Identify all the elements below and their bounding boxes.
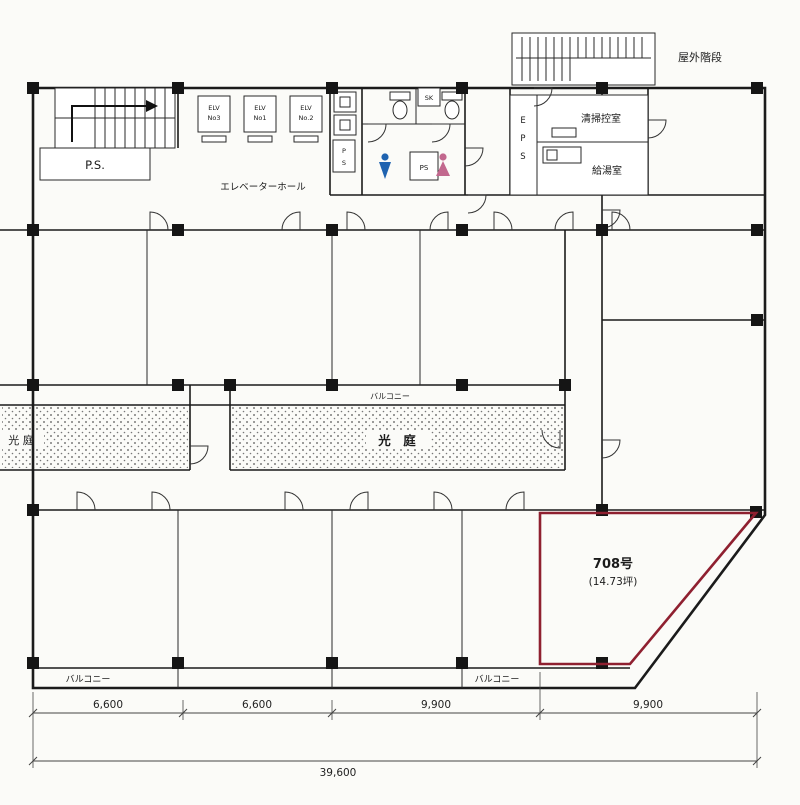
- toilet-1-tank: [389, 91, 411, 101]
- urinal-2-bowl: [339, 119, 351, 131]
- eps-shaft: [509, 94, 538, 196]
- elevator-shaft-2: [243, 95, 277, 133]
- dim-segment-1: 6,600: [93, 699, 123, 711]
- kitchenette-label: 給湯室: [592, 164, 622, 177]
- stair-direction-arrow: [71, 105, 146, 142]
- elevator-shaft-1: [197, 95, 231, 133]
- ps-small-label: PS: [420, 164, 429, 172]
- toilet-2-bowl: [444, 100, 460, 120]
- ps-vert-p: P: [342, 147, 346, 155]
- pipe-shaft-box: [332, 139, 356, 173]
- kitchenette-sink: [546, 149, 558, 161]
- male-icon: [379, 153, 391, 179]
- elevator-hall-label: エレベーターホール: [220, 182, 306, 193]
- dim-segment-2: 6,600: [242, 699, 272, 711]
- elv2-line2: No1: [254, 114, 267, 122]
- sk-label: SK: [425, 94, 434, 102]
- eps-letter-e: E: [520, 116, 525, 126]
- elv3-line1: ELV: [300, 104, 312, 112]
- light-courts: [0, 407, 563, 468]
- toilet-2-tank: [441, 91, 463, 101]
- unit-708-outline: [538, 511, 759, 666]
- columns: [27, 82, 763, 669]
- balcony-bottom-right-label: バルコニー: [475, 674, 520, 685]
- elevator-door-2: [247, 135, 273, 143]
- unit-area-label: (14.73坪): [589, 575, 638, 588]
- service-rooms: [39, 94, 649, 196]
- elevator-door-3: [293, 135, 319, 143]
- light-court-left-label: 光 庭: [8, 433, 34, 447]
- stair-arrow-head: [146, 100, 158, 112]
- dim-segment-4: 9,900: [633, 699, 663, 711]
- ps-room-label: P.S.: [85, 158, 105, 172]
- cleaning-room-label: 清掃控室: [581, 112, 621, 125]
- elv2-line1: ELV: [254, 104, 266, 112]
- eps-letter-p: P: [520, 134, 525, 144]
- cleaning-sink: [551, 127, 577, 138]
- elv3-line2: No.2: [299, 114, 314, 122]
- toilet-1-bowl: [392, 100, 408, 120]
- urinal-1-bowl: [339, 96, 351, 108]
- dim-total: 39,600: [320, 767, 357, 779]
- restroom: [332, 87, 463, 181]
- female-icon: [436, 153, 450, 176]
- balcony-bottom-left-label: バルコニー: [66, 674, 111, 685]
- elevator-shaft-3: [289, 95, 323, 133]
- interior-staircase: [54, 87, 176, 149]
- dimension-lines: [28, 672, 762, 768]
- exterior-walls: [31, 86, 767, 690]
- labels: 屋外階段 清掃控室 給湯室 E P S P.S. エレベーターホール ELV N…: [8, 50, 722, 779]
- ps-box: [409, 151, 439, 181]
- light-court-center-label: 光 庭: [377, 433, 416, 448]
- elv1-line2: No3: [208, 114, 221, 122]
- dim-segment-3: 9,900: [421, 699, 451, 711]
- elv1-line1: ELV: [208, 104, 220, 112]
- eps-letter-s: S: [520, 152, 525, 162]
- outdoor-stairs-label: 屋外階段: [678, 50, 722, 64]
- ps-vert-s: S: [342, 159, 346, 167]
- sk-closet: [417, 87, 441, 107]
- balcony-middle-label: バルコニー: [370, 392, 410, 401]
- label-patch: [366, 430, 430, 449]
- elevator-door-1: [201, 135, 227, 143]
- outdoor-staircase: [511, 32, 656, 86]
- unit-number-label: 708号: [593, 557, 633, 572]
- elevator-bank: [197, 95, 323, 143]
